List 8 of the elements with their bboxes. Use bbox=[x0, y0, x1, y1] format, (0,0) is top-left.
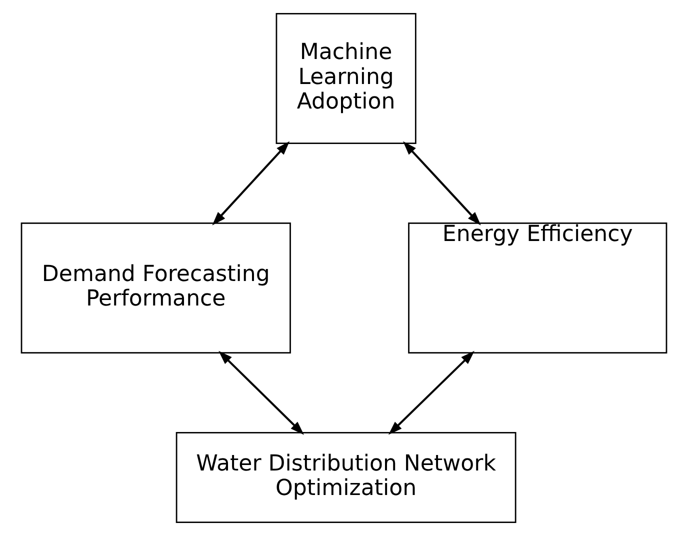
arrow bbox=[402, 141, 480, 226]
node-box: Machine Learning Adoption bbox=[275, 13, 416, 144]
arrow bbox=[212, 141, 290, 226]
node-box: Demand Forecasting Performance bbox=[20, 222, 290, 354]
node-box: Energy Efficiency bbox=[408, 222, 667, 354]
arrow bbox=[218, 350, 304, 435]
node-box: Water Distribution Network Optimization bbox=[175, 432, 516, 523]
arrow bbox=[388, 350, 474, 435]
